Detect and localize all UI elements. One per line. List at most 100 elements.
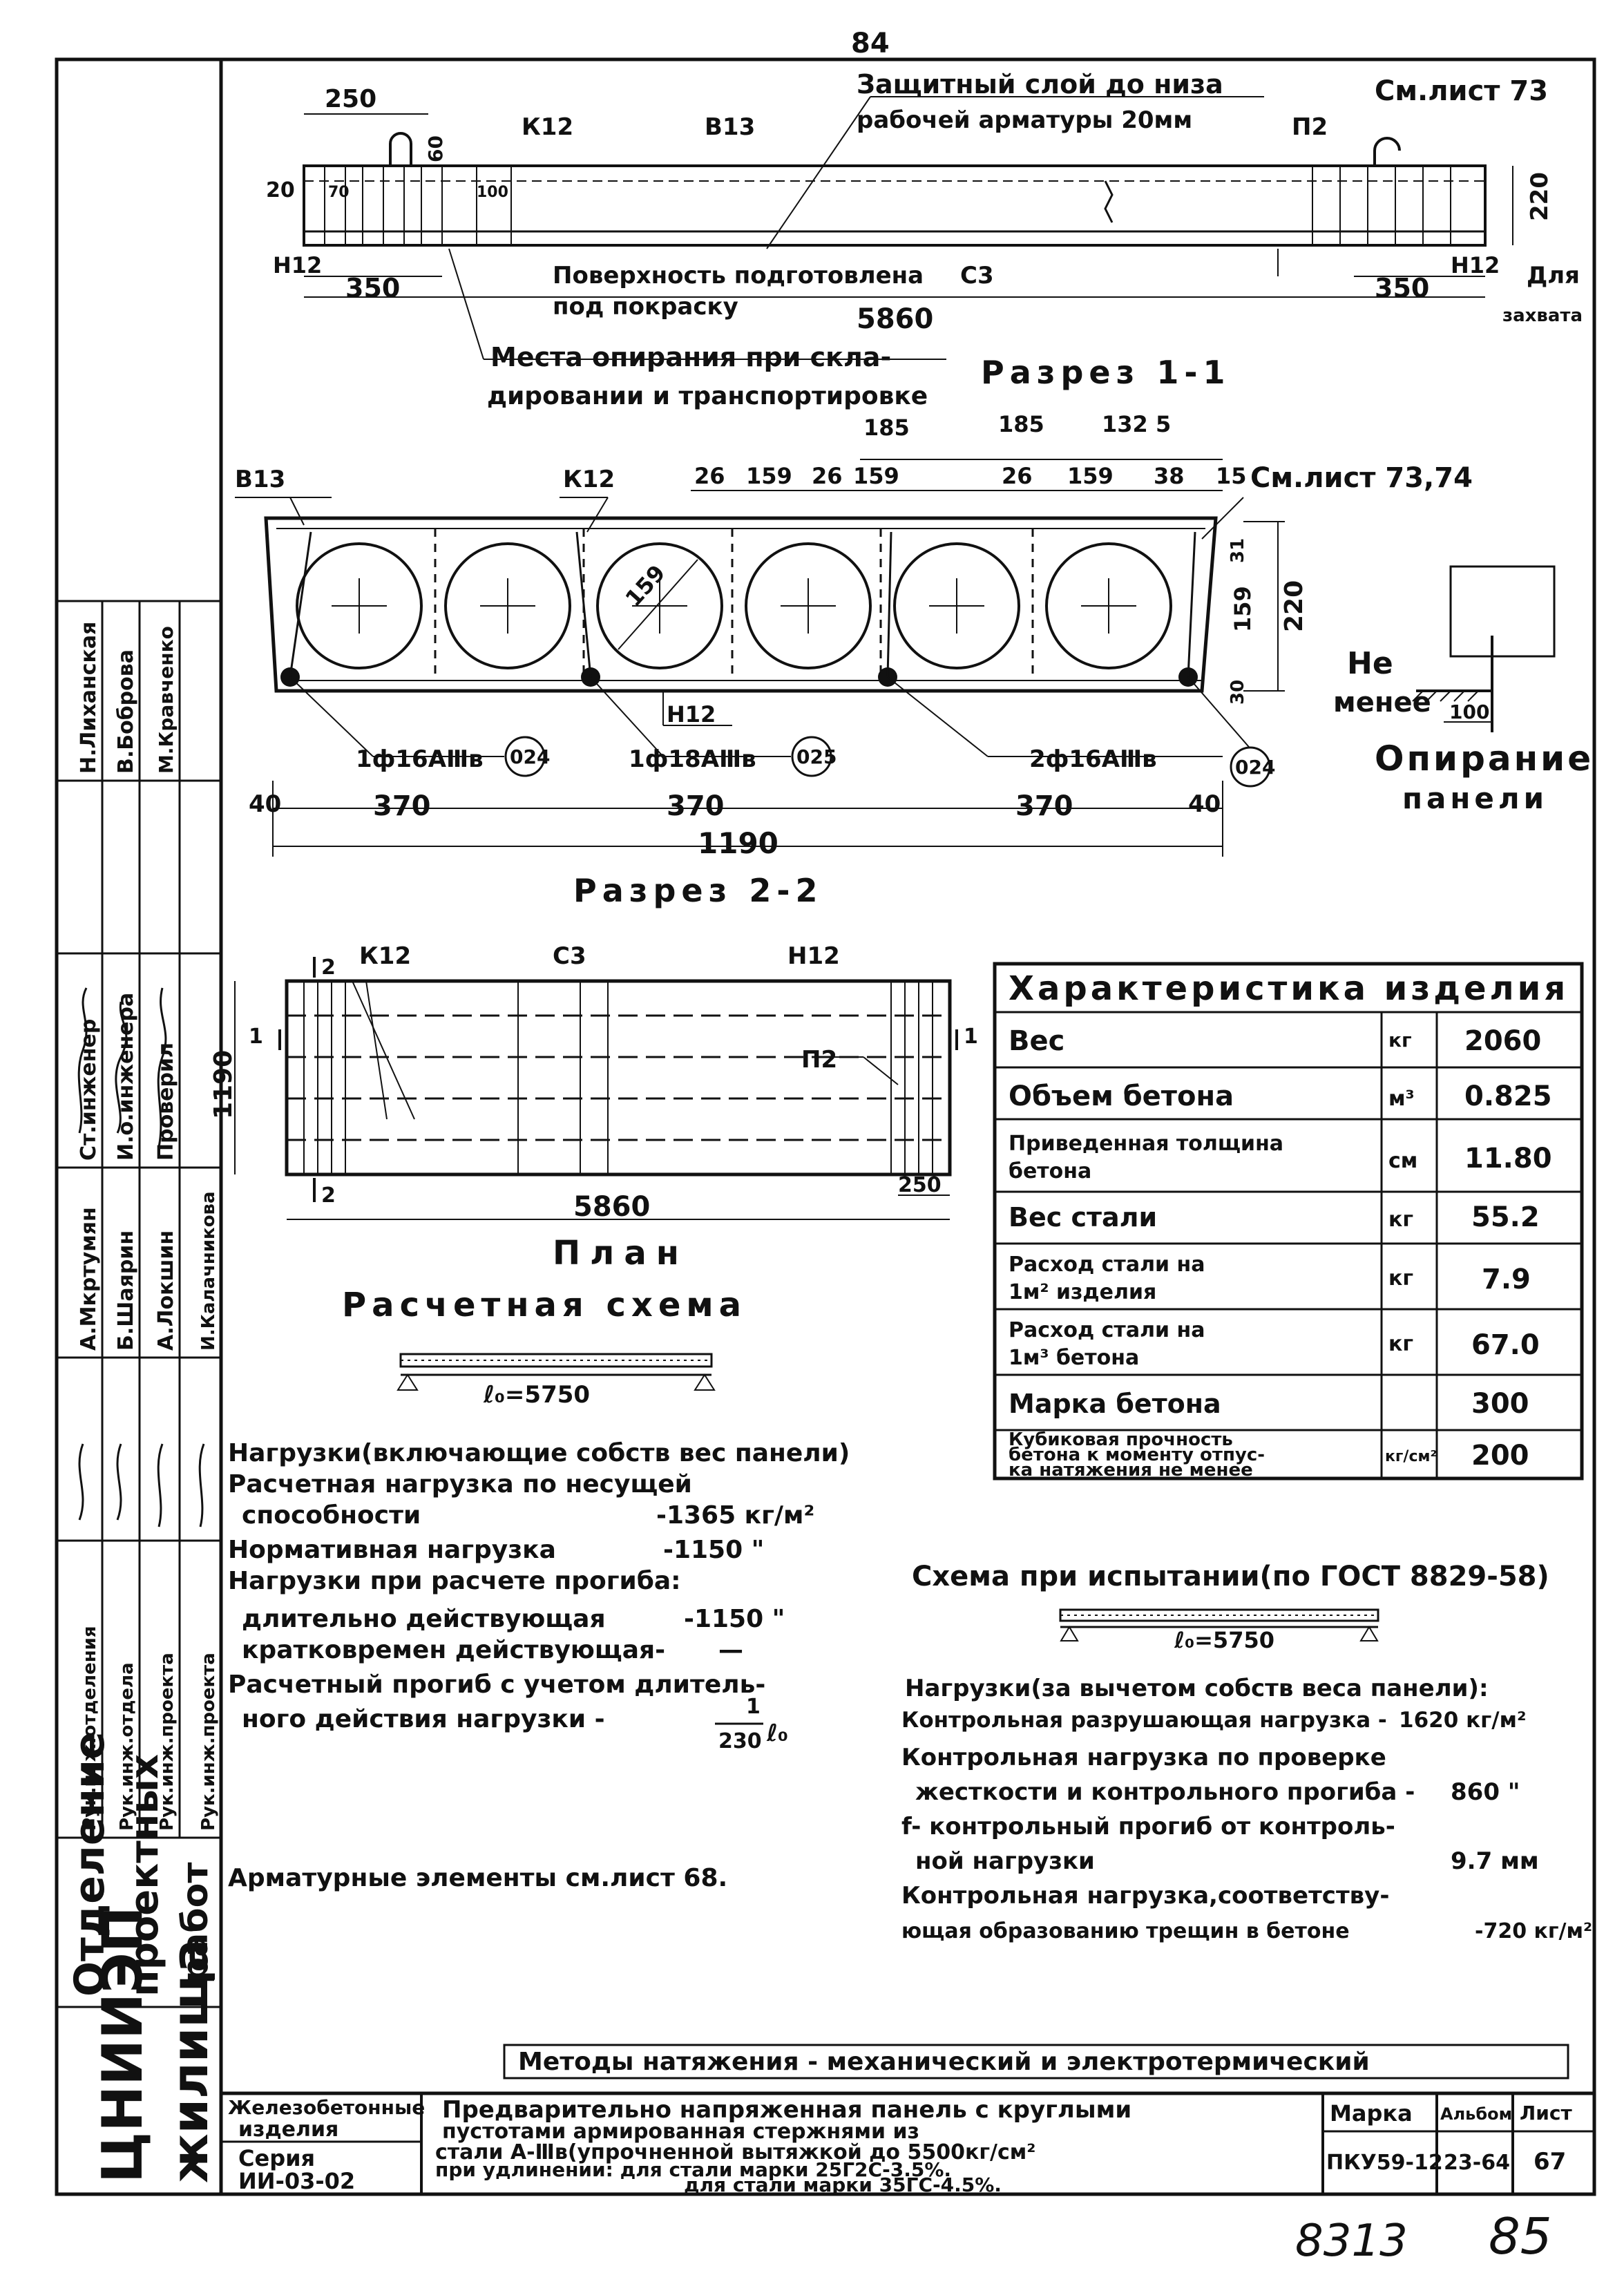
plan-dim-5860: 5860 (573, 1191, 650, 1223)
label-k12-s2: К12 (563, 466, 615, 493)
plan-dim-250: 250 (898, 1173, 942, 1197)
row-concrete-volume-unit: м³ (1388, 1087, 1415, 1111)
role-3: Рук.инж.проекта (157, 1653, 178, 1831)
row-thickness-2: бетона (1009, 1159, 1091, 1183)
plan-mark-1-left: 1 (249, 1025, 263, 1049)
dim-250: 250 (325, 85, 376, 113)
archive-number: 8313 (1295, 2216, 1408, 2267)
load-1-value: -1365 кг/м² (656, 1501, 814, 1530)
dim-100: 100 (477, 184, 508, 201)
side-strip (57, 600, 221, 2196)
top-page-number: 84 (851, 28, 890, 59)
row-steel-weight-unit: кг (1388, 1208, 1413, 1232)
support-label-2: менее (1333, 687, 1431, 718)
row-weight-unit: кг (1388, 1029, 1412, 1051)
dim-31: 31 (1227, 538, 1248, 563)
dim-20: 20 (266, 178, 295, 202)
tag-024-a-text: 024 (510, 745, 550, 768)
row-strength-2: бетона к моменту отпус- (1009, 1445, 1265, 1465)
dim-350-left: 350 (345, 273, 400, 303)
dim-159-v: 159 (1230, 586, 1256, 632)
section-1-1: Защитный слой до низа рабочей арматуры 2… (266, 69, 1583, 410)
dim-70: 70 (328, 184, 350, 201)
lifting-loop-left (389, 132, 412, 164)
tb-series-value: ИИ-03-02 (238, 2168, 355, 2194)
rebar-2: 1ф18АⅢв (629, 745, 756, 773)
lifting-loop-right (1373, 137, 1401, 164)
name-3: А.Локшин (154, 1230, 178, 1351)
support-label: Не (1347, 646, 1393, 681)
dim-30-v: 30 (1227, 680, 1248, 705)
role2-3: Проверил (154, 1043, 178, 1161)
sheet-frame (55, 57, 1596, 2196)
row-strength-unit: кг/см² (1385, 1448, 1437, 1465)
label-n12-right: Н12 (1451, 252, 1500, 278)
test-line-4: Контрольная нагрузка,соответству- (901, 1882, 1389, 1910)
test-title: Схема при испытании(по ГОСТ 8829-58) (912, 1561, 1549, 1592)
org-name: ЦНИИЭП (90, 1906, 155, 2183)
frac-den: 230 (718, 1729, 762, 1753)
void-diameter: 159 (620, 560, 671, 611)
grip-note: Для (1527, 262, 1580, 289)
dept-line-3: работ (175, 1863, 216, 1983)
load-6: Расчетный прогиб с учетом длитель- (228, 1671, 765, 1699)
load-5-value: — (718, 1636, 743, 1664)
dept-line-1: Отделение (66, 1731, 114, 1997)
row-steel-weight: Вес стали (1009, 1202, 1157, 1233)
name2-3: М.Кравченко (155, 626, 178, 774)
load-3: Нагрузки при расчете прогиба: (228, 1567, 681, 1595)
dim-38: 38 (1154, 463, 1185, 489)
test-line-2-value: 860 " (1451, 1778, 1520, 1806)
support-note-2: дировании и транспортировке (487, 382, 928, 410)
plan-dim-1190: 1190 (209, 1050, 238, 1119)
row-steel-m2-unit: кг (1388, 1266, 1413, 1291)
section-2-2: 024 025 024 В13 К12 См.лист 73,74 26 159… (235, 411, 1473, 909)
tag-024-b-text: 024 (1235, 756, 1275, 779)
row-steel-m2-value: 7.9 (1482, 1264, 1531, 1295)
load-1: Расчетная нагрузка по несущей (228, 1470, 692, 1498)
role-4: Рук.инж.проекта (198, 1653, 219, 1831)
dim-185-b: 185 (998, 411, 1044, 437)
dim-159-b: 159 (853, 463, 899, 489)
armature-note: Арматурные элементы см.лист 68. (228, 1864, 727, 1892)
test-span: ℓ₀=5750 (1174, 1627, 1274, 1653)
tb-mark: ПКУ59-12 (1326, 2151, 1443, 2175)
row-steel-m3-value: 67.0 (1471, 1329, 1540, 1361)
tb-category-2: изделия (238, 2118, 338, 2142)
row-strength-3: ка натяжения не менее (1009, 1460, 1253, 1481)
rebar-1: 1ф16АⅢв (356, 745, 484, 773)
label-b13-s2: В13 (235, 466, 285, 493)
title-block: Железобетонные изделия Серия ИИ-03-02 Пр… (221, 2091, 1594, 2196)
test-line-2: Контрольная нагрузка по проверке (901, 1744, 1386, 1771)
support-title-2: панели (1402, 781, 1548, 815)
page-number: 85 (1489, 2207, 1552, 2265)
dim-220-v: 220 (1280, 580, 1308, 632)
methods-text: Методы натяжения - механический и электр… (518, 2048, 1370, 2076)
grip-note-2: захвата (1502, 305, 1583, 326)
plan-label-p2: П2 (801, 1046, 837, 1074)
name-1: А.Мкртумян (77, 1207, 101, 1351)
test-line-1-value: 1620 кг/м² (1399, 1708, 1527, 1733)
tag-025 (791, 736, 832, 777)
rebar-3: 2ф16АⅢв (1029, 745, 1157, 773)
row-steel-m3-unit: кг (1388, 1332, 1413, 1356)
tag-024-a (504, 736, 546, 777)
dept-line-2: проектных (122, 1754, 167, 1997)
dim-159-a: 159 (746, 463, 792, 489)
row-weight: Вес (1009, 1025, 1064, 1057)
dim-220: 220 (1526, 172, 1554, 221)
rebars (280, 667, 1198, 687)
cover-note: Защитный слой до низа (857, 69, 1223, 99)
dim-40-left: 40 (249, 790, 281, 818)
section-1-1-title: Разрез 1-1 (981, 354, 1230, 391)
tb-album: 23-64 (1444, 2151, 1510, 2175)
test-line-4-value: -720 кг/м² (1475, 1919, 1592, 1943)
row-steel-weight-value: 55.2 (1471, 1201, 1540, 1233)
plan-mark-2-bottom: 2 (321, 1183, 336, 1208)
role-1: Рук.инж.отделения (79, 1626, 100, 1831)
tb-description-4: при удлинении: для стали марки 25Г2С-3.5… (435, 2158, 951, 2181)
dim-370-c: 370 (1015, 790, 1073, 822)
row-steel-m2: Расход стали на (1009, 1253, 1205, 1277)
calc-scheme: Расчетная схема ℓ₀=5750 Нагрузки(включаю… (228, 1286, 850, 1892)
